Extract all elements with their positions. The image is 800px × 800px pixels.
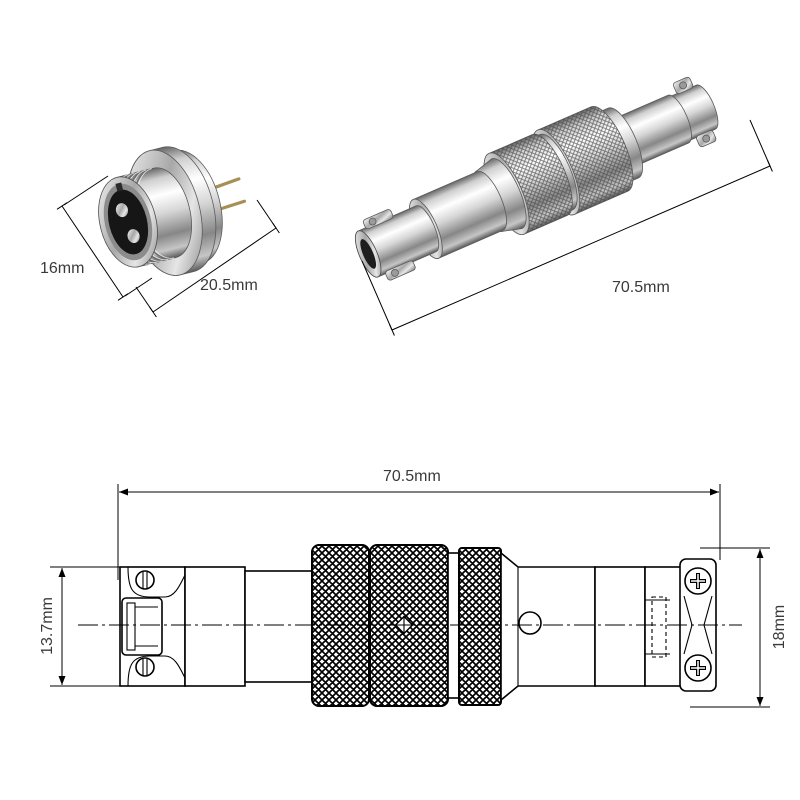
side-neck — [244, 570, 313, 683]
socket-diameter-dim-line — [61, 205, 124, 298]
plug-iso-dimensions: 70.5mm — [361, 119, 773, 336]
plug-front-screw-top — [368, 217, 377, 226]
plug-iso-ext-lines — [361, 119, 771, 331]
socket-key-notch — [115, 182, 124, 192]
socket-length-label: 20.5mm — [200, 277, 258, 294]
side-center-mark-cross — [396, 617, 412, 633]
side-left-screw-top — [135, 570, 155, 590]
side-locating-hole — [518, 611, 542, 635]
side-length-ext-lines — [117, 484, 721, 580]
side-large-diameter-label: 18mm — [771, 605, 788, 649]
side-rear-clip-lines — [645, 599, 670, 655]
side-small-diameter-label: 13.7mm — [39, 597, 56, 655]
plug-iso-length-label: 70.5mm — [612, 279, 670, 296]
side-length-label: 70.5mm — [383, 468, 441, 485]
side-left-screw-top-slot — [142, 572, 148, 588]
socket-pin-1 — [115, 203, 129, 218]
panel-socket-render — [98, 146, 247, 276]
side-left-screw-bottom — [135, 657, 155, 677]
side-left-clip — [121, 597, 163, 656]
side-knurl-3 — [458, 547, 502, 706]
side-left-clip-slot — [126, 602, 136, 651]
side-left-screw-bottom-slot — [142, 659, 148, 675]
plug-cable-opening — [360, 239, 377, 269]
side-rear-clip — [644, 566, 683, 687]
socket-diameter-ext-lines — [63, 175, 153, 297]
side-right-screw-top-cross-inner — [691, 574, 705, 588]
side-left-cap-curve-top — [127, 566, 186, 598]
side-large-diameter-ext-lines — [690, 547, 770, 708]
plug-iso-dim-line — [391, 165, 771, 331]
plug-front-screw-bottom — [391, 268, 399, 277]
plug-rear-screw-top — [679, 81, 687, 90]
socket-length-dim-line — [152, 227, 277, 313]
socket-pin-2 — [127, 229, 140, 244]
plug-rear-screw-bottom — [702, 134, 711, 143]
side-left-clip-lines — [135, 606, 158, 647]
socket-length-ext-lines — [135, 199, 277, 313]
side-rear-clip-hidden — [651, 596, 667, 658]
side-left-cap-curve-bottom — [127, 655, 186, 687]
socket-diameter-label: 16mm — [40, 260, 84, 277]
cable-plug-render — [354, 76, 719, 281]
side-view-dimensions: 70.5mm 13.7mm 18mm — [39, 468, 788, 708]
socket-dimensions: 16mm 20.5mm — [40, 175, 280, 318]
side-front-body — [184, 566, 246, 687]
side-small-diameter-ext-lines — [50, 566, 122, 687]
side-rear-tube — [594, 566, 646, 687]
plug-side-view — [78, 544, 742, 707]
side-right-screw-bottom-cross-inner — [691, 661, 705, 675]
side-rear-body — [500, 551, 596, 702]
